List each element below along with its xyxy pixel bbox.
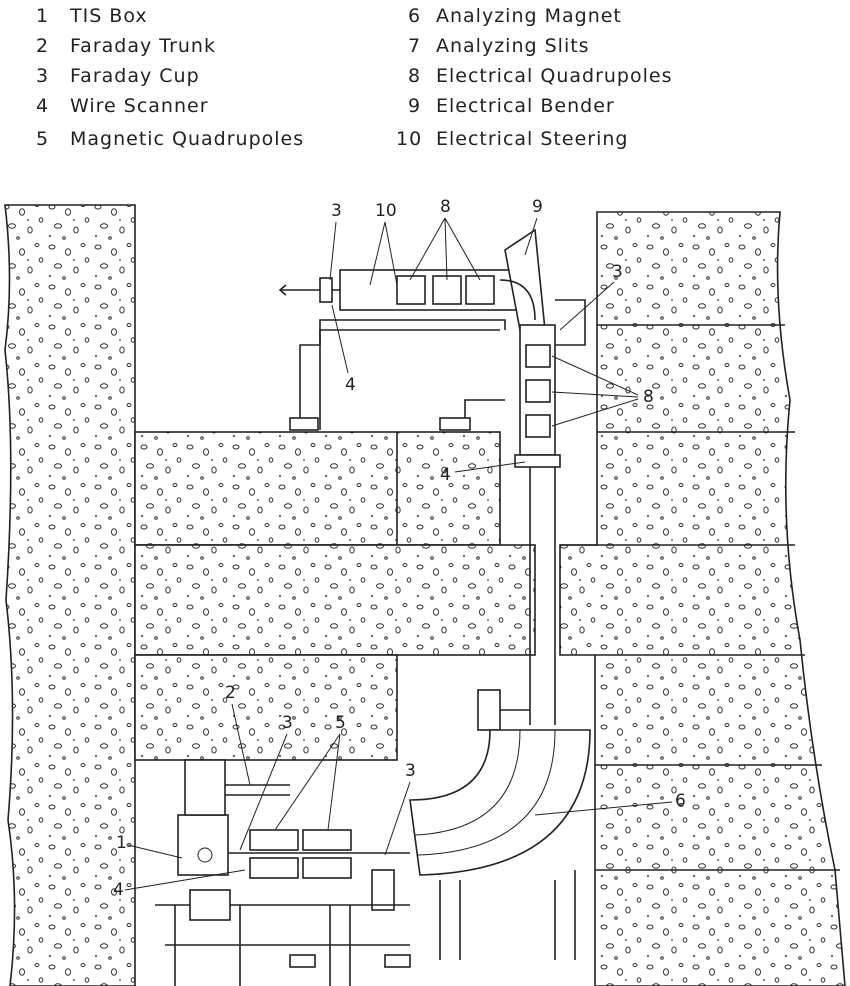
svg-text:9: 9 [532, 197, 543, 217]
svg-text:3: 3 [282, 713, 293, 733]
legend: 1 TIS Box 2 Faraday Trunk 3 Faraday Cup 4 Wi… [36, 5, 672, 150]
lower-beamline [155, 759, 411, 986]
svg-text:7: 7 [408, 35, 421, 57]
legend-item: 8 Electrical Quadrupoles [408, 65, 672, 87]
legend-item: 5 Magnetic Quadrupoles [36, 128, 304, 150]
svg-text:3: 3 [36, 65, 49, 87]
svg-text:2: 2 [36, 35, 49, 57]
svg-text:Wire Scanner: Wire Scanner [70, 95, 209, 117]
electrical-bender [504, 228, 546, 331]
svg-text:1: 1 [36, 5, 49, 27]
svg-text:Electrical Quadrupoles: Electrical Quadrupoles [436, 65, 672, 87]
vertical-beampipe [477, 467, 556, 731]
svg-text:6: 6 [675, 791, 686, 811]
svg-text:4: 4 [36, 95, 49, 117]
svg-text:5: 5 [36, 128, 49, 150]
legend-item: 9 Electrical Bender [408, 95, 615, 117]
legend-item: 2 Faraday Trunk [36, 35, 216, 57]
legend-item: 4 Wire Scanner [36, 95, 209, 117]
analyzing-magnet [409, 729, 591, 960]
svg-text:8: 8 [643, 387, 654, 407]
svg-text:4: 4 [345, 375, 356, 395]
svg-text:8: 8 [408, 65, 421, 87]
svg-text:TIS Box: TIS Box [69, 5, 148, 27]
upper-beamline [278, 228, 586, 468]
svg-text:Analyzing Slits: Analyzing Slits [436, 35, 590, 57]
svg-text:8: 8 [440, 197, 451, 217]
legend-item: 7 Analyzing Slits [408, 35, 590, 57]
svg-text:Electrical Steering: Electrical Steering [436, 128, 628, 150]
svg-text:3: 3 [331, 201, 342, 221]
svg-text:2: 2 [225, 683, 236, 703]
svg-text:5: 5 [335, 713, 346, 733]
legend-item: 3 Faraday Cup [36, 65, 200, 87]
svg-text:4: 4 [113, 880, 124, 900]
svg-text:3: 3 [405, 761, 416, 781]
svg-text:1: 1 [116, 833, 127, 853]
svg-text:Magnetic Quadrupoles: Magnetic Quadrupoles [70, 128, 304, 150]
svg-text:Electrical Bender: Electrical Bender [436, 95, 615, 117]
svg-text:10: 10 [396, 128, 422, 150]
callouts: 3 10 8 9 3 4 8 4 2 3 5 3 6 1 4 [113, 197, 686, 900]
svg-text:Analyzing Magnet: Analyzing Magnet [436, 5, 622, 27]
svg-text:6: 6 [408, 5, 421, 27]
svg-text:9: 9 [408, 95, 421, 117]
svg-text:3: 3 [612, 262, 623, 282]
legend-item: 6 Analyzing Magnet [408, 5, 622, 27]
svg-text:Faraday Trunk: Faraday Trunk [70, 35, 216, 57]
legend-item: 10 Electrical Steering [396, 128, 628, 150]
svg-text:4: 4 [440, 465, 451, 485]
concrete-shielding [4, 204, 846, 986]
legend-item: 1 TIS Box [36, 5, 148, 27]
svg-text:Faraday Cup: Faraday Cup [70, 65, 200, 87]
svg-text:10: 10 [375, 201, 397, 221]
